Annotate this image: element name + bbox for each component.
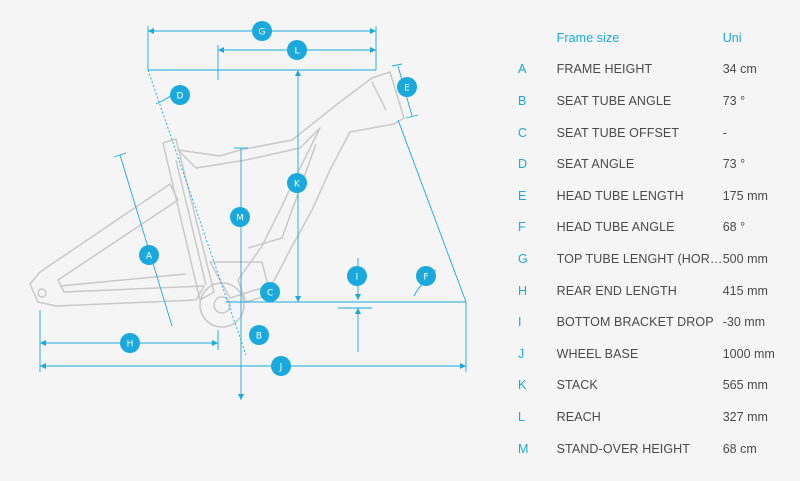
row-label: FRAME HEIGHT	[556, 62, 653, 77]
table-row: I BOTTOM BRACKET DROP -30 mm	[508, 306, 800, 338]
row-label: STAND-OVER HEIGHT	[556, 441, 691, 456]
shock-outline	[209, 261, 269, 299]
rear-triangle-outline	[29, 183, 205, 307]
svg-text:B: B	[256, 332, 262, 342]
table-row: J WHEEL BASE 1000 mm	[508, 338, 800, 370]
svg-text:L: L	[294, 47, 299, 57]
row-label: WHEEL BASE	[556, 346, 639, 361]
row-value: -30 mm	[722, 315, 766, 330]
row-value: 327 mm	[722, 409, 768, 424]
row-label: STACK	[556, 378, 598, 393]
row-key: J	[518, 346, 525, 361]
svg-text:H: H	[127, 340, 134, 350]
header-frame-size: Frame size	[556, 30, 620, 45]
svg-text:J: J	[279, 363, 283, 373]
table-row: E HEAD TUBE LENGTH 175 mm	[508, 180, 800, 212]
table-row: D SEAT ANGLE 73 °	[508, 148, 800, 180]
badge-j[interactable]: J	[271, 356, 291, 376]
main-frame-outline	[177, 71, 405, 303]
row-value: 500 mm	[722, 251, 768, 266]
row-value: -	[722, 125, 727, 140]
table-row: M STAND-OVER HEIGHT 68 cm	[508, 433, 800, 465]
table-row: K STACK 565 mm	[508, 370, 800, 402]
row-value: 34 cm	[722, 62, 757, 77]
geometry-diagram: G L D E K M A I	[29, 21, 467, 400]
row-value: 1000 mm	[722, 346, 775, 361]
bike-frame-outline	[29, 71, 405, 328]
bottom-bracket-outline	[199, 282, 245, 328]
row-key: D	[518, 157, 528, 172]
svg-text:G: G	[259, 28, 266, 38]
row-label: HEAD TUBE LENGTH	[556, 188, 684, 203]
row-key: A	[518, 62, 527, 77]
svg-text:A: A	[146, 252, 153, 262]
row-label: REACH	[556, 409, 601, 424]
measurement-arrows	[40, 28, 466, 400]
header-uni: Uni	[722, 30, 742, 45]
row-key: K	[518, 378, 527, 393]
chain-stay-inner	[59, 273, 187, 287]
row-value: 175 mm	[722, 188, 768, 203]
row-key: L	[518, 409, 525, 424]
svg-text:M: M	[236, 214, 244, 224]
table-row: H REAR END LENGTH 415 mm	[508, 275, 800, 307]
row-key: G	[518, 251, 528, 266]
row-value: 565 mm	[722, 378, 768, 393]
row-value: 415 mm	[722, 283, 768, 298]
badge-i[interactable]: I	[347, 266, 367, 286]
row-key: B	[518, 93, 527, 108]
table-row: G TOP TUBE LENGHT (HORIZ...500 mm	[508, 243, 800, 275]
badge-g[interactable]: G	[252, 21, 272, 41]
row-label: REAR END LENGTH	[556, 283, 677, 298]
row-key: C	[518, 125, 528, 140]
seat-tube-outline	[162, 138, 215, 301]
row-label: SEAT TUBE ANGLE	[556, 93, 672, 108]
svg-text:D: D	[177, 92, 184, 102]
row-value: 68 °	[722, 220, 746, 235]
badge-h[interactable]: H	[120, 333, 140, 353]
rear-dropout	[37, 288, 47, 298]
bottom-bracket-inner	[213, 296, 231, 314]
svg-text:C: C	[267, 289, 273, 299]
svg-text:I: I	[356, 273, 359, 283]
table-row: C SEAT TUBE OFFSET -	[508, 117, 800, 149]
badge-d[interactable]: D	[170, 85, 190, 105]
row-label: HEAD TUBE ANGLE	[556, 220, 675, 235]
seat-post-slot	[175, 159, 207, 286]
badge-m[interactable]: M	[230, 207, 250, 227]
row-key: E	[518, 188, 527, 203]
table-row: B SEAT TUBE ANGLE 73 °	[508, 85, 800, 117]
table-rows: A FRAME HEIGHT 34 cm B SEAT TUBE ANGLE 73 ° C S…	[508, 54, 800, 465]
row-label: BOTTOM BRACKET DROP	[556, 315, 714, 330]
down-tube-inner	[247, 143, 317, 249]
badge-c[interactable]: C	[260, 282, 280, 302]
table-row: L REACH 327 mm	[508, 401, 800, 433]
table-row: F HEAD TUBE ANGLE 68 °	[508, 212, 800, 244]
table-header: Frame size Uni	[508, 22, 800, 54]
svg-text:E: E	[404, 84, 410, 94]
row-label: SEAT TUBE OFFSET	[556, 125, 680, 140]
svg-text:F: F	[423, 273, 428, 283]
badge-l[interactable]: L	[287, 40, 307, 60]
row-key: M	[518, 441, 529, 456]
badge-e[interactable]: E	[397, 77, 417, 97]
frame-geometry-svg: G L D E K M A I	[29, 21, 467, 400]
row-key: H	[518, 283, 528, 298]
table-row: A FRAME HEIGHT 34 cm	[508, 54, 800, 86]
svg-text:K: K	[294, 180, 301, 190]
row-value: 73 °	[722, 93, 746, 108]
row-key: F	[518, 220, 526, 235]
row-label: SEAT ANGLE	[556, 157, 635, 172]
badge-k[interactable]: K	[287, 173, 307, 193]
head-tube-inner	[371, 81, 387, 111]
badge-f[interactable]: F	[416, 266, 436, 286]
badge-b[interactable]: B	[249, 325, 269, 345]
row-value: 73 °	[722, 157, 746, 172]
badge-a[interactable]: A	[139, 245, 159, 265]
geometry-table: Frame size Uni A FRAME HEIGHT 34 cm B SEAT T…	[508, 22, 800, 464]
row-key: I	[518, 315, 522, 330]
row-value: 68 cm	[722, 441, 757, 456]
row-label: TOP TUBE LENGHT (HORIZ...	[556, 251, 723, 266]
